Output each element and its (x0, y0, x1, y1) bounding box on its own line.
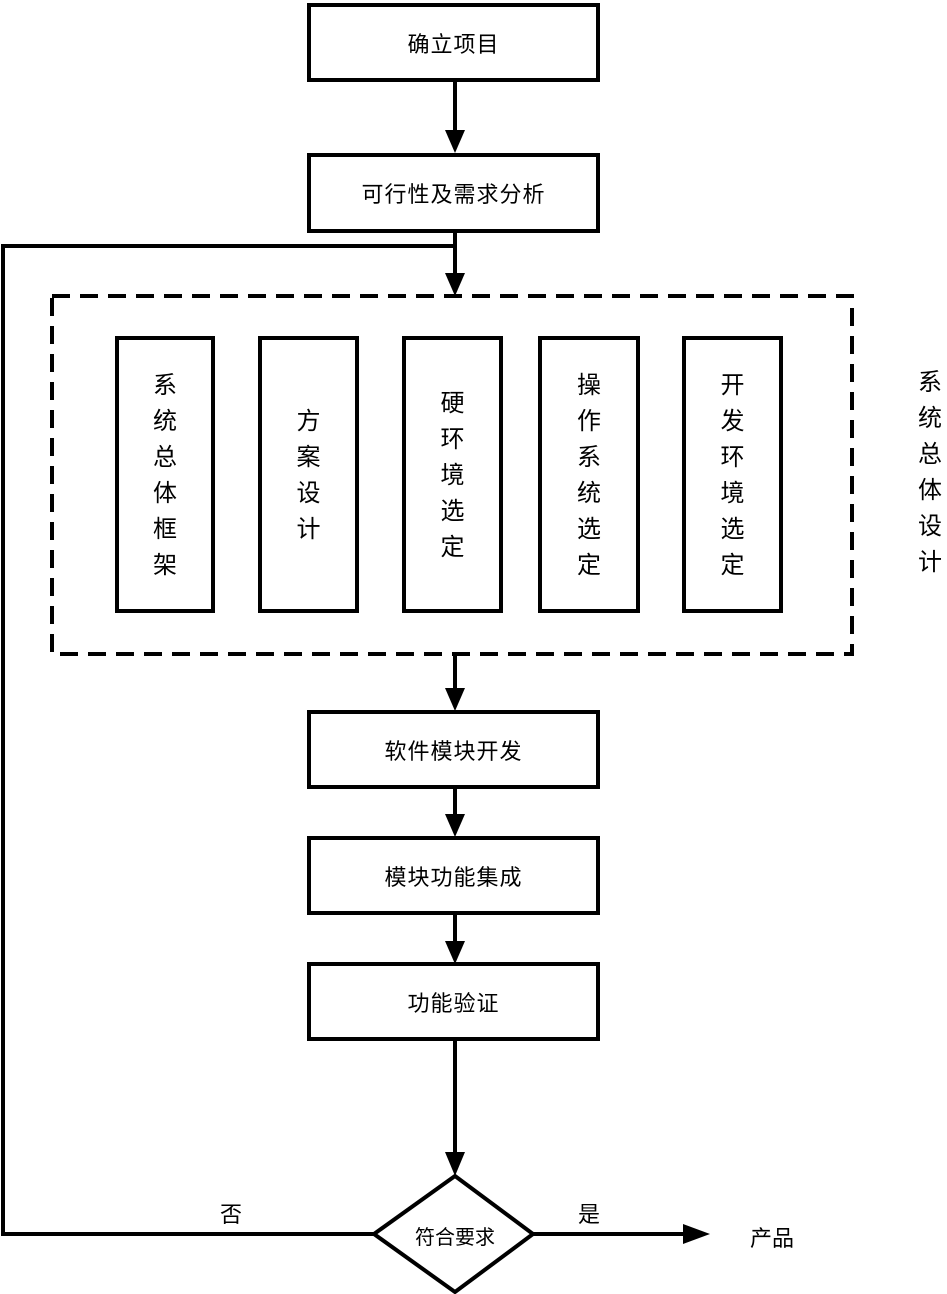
yes-label: 是 (578, 1203, 601, 1228)
design-item-framework: 系统总体框架 (115, 336, 215, 613)
arrowhead (445, 814, 465, 837)
step-module-integration: 模块功能集成 (307, 836, 600, 915)
no-feedback-loop (1, 244, 455, 1236)
arrowhead (445, 688, 465, 711)
output-product-label: 产品 (750, 1227, 795, 1252)
step-label: 可行性及需求分析 (361, 183, 546, 208)
arrowhead (445, 941, 465, 964)
design-item-os: 操作系统选定 (538, 336, 640, 613)
step-label: 功能验证 (407, 991, 500, 1017)
arrowhead (445, 130, 465, 153)
decision-diamond (370, 1173, 537, 1294)
arrowhead (445, 273, 465, 296)
design-item-label: 开发环境选定 (720, 370, 745, 579)
design-item-dev-env: 开发环境选定 (682, 336, 783, 613)
design-item-label: 方案设计 (296, 406, 321, 543)
step-function-verification: 功能验证 (307, 962, 600, 1041)
step-label: 软件模块开发 (384, 739, 523, 765)
step-label: 确立项目 (407, 32, 500, 58)
design-group-label: 系统总体设计 (918, 368, 942, 576)
design-item-label: 系统总体框架 (153, 370, 177, 579)
design-item-hardware: 硬环境选定 (402, 336, 503, 613)
design-item-scheme: 方案设计 (258, 336, 359, 613)
step-feasibility-analysis: 可行性及需求分析 (307, 153, 600, 233)
design-group-boundary (50, 294, 854, 656)
no-label: 否 (220, 1203, 243, 1228)
arrowhead (683, 1224, 710, 1244)
arrowhead (445, 1152, 465, 1176)
decision-label: 符合要求 (415, 1225, 495, 1249)
design-item-label: 操作系统选定 (577, 370, 601, 579)
design-item-label: 硬环境选定 (440, 388, 465, 561)
step-label: 模块功能集成 (384, 865, 523, 891)
step-establish-project: 确立项目 (307, 3, 600, 82)
step-software-module-dev: 软件模块开发 (307, 710, 600, 789)
